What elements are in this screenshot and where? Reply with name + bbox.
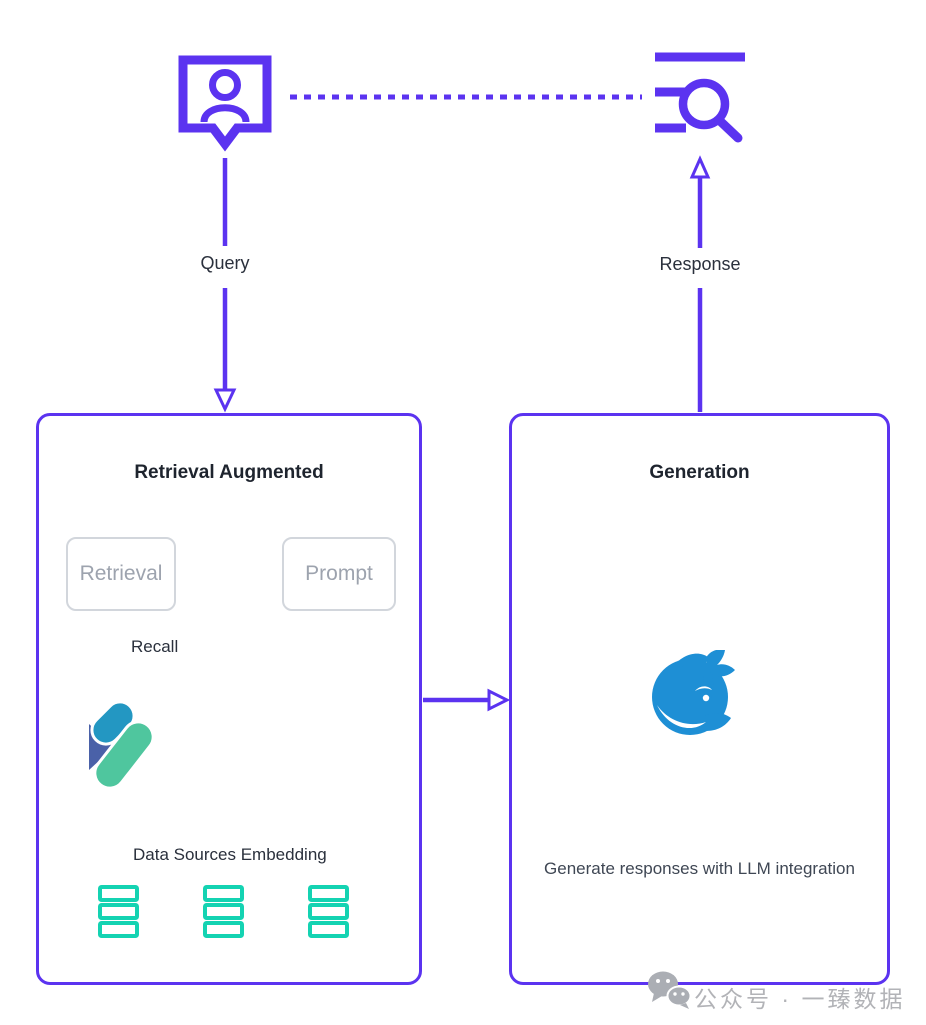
query-label: Query: [175, 253, 275, 274]
user-chat-bubble-icon: [175, 52, 275, 152]
deepseek-whale-icon: [650, 650, 750, 738]
wechat-icon: [646, 968, 692, 1012]
search-results-icon: [650, 46, 750, 144]
generation-description: Generate responses with LLM integration: [544, 859, 855, 878]
database-stack-icon: [203, 885, 244, 939]
response-label: Response: [643, 254, 757, 275]
retrieval-box-title: Retrieval Augmented: [134, 462, 324, 483]
database-stack-icon: [98, 885, 139, 939]
data-sources-label: Data Sources Embedding: [133, 845, 327, 865]
prompt-chip: Prompt: [282, 537, 396, 611]
retrieval-chip: Retrieval: [66, 537, 176, 611]
generation-box-title: Generation: [649, 462, 750, 483]
query-arrow: [213, 158, 237, 413]
retrieval-chip-label: Retrieval: [79, 562, 163, 585]
database-stack-icon: [308, 885, 349, 939]
box-to-box-arrow: [423, 688, 511, 712]
recall-label: Recall: [131, 637, 179, 657]
prompt-chip-label: Prompt: [305, 562, 373, 585]
response-arrow: [689, 155, 711, 412]
watermark-text: 公众号 · 一臻数据: [694, 986, 906, 1012]
embedding-logo-icon: [86, 698, 152, 792]
